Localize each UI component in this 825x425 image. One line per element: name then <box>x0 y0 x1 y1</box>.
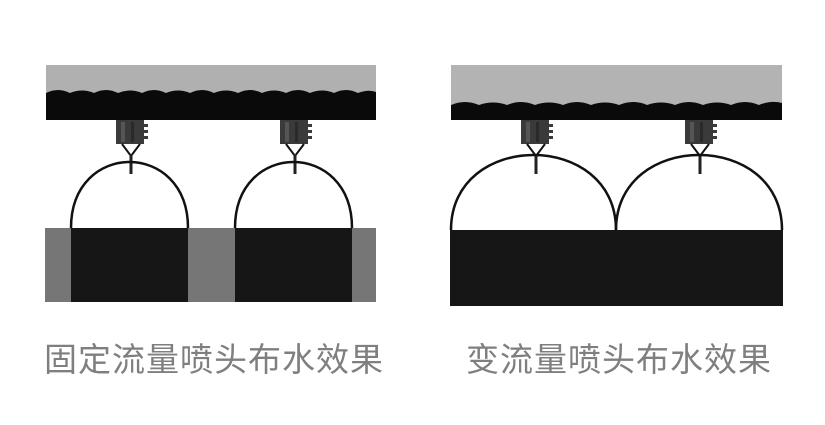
ceiling-top <box>46 65 376 93</box>
ceiling-top <box>451 65 782 105</box>
spray-arc <box>233 160 354 229</box>
fixed-flow-diagram <box>45 65 376 302</box>
coverage-area <box>71 228 188 302</box>
variable-flow-caption: 变流量喷头布水效果 <box>466 340 772 379</box>
spray-arc <box>69 160 190 229</box>
sprinkler-nozzle-icon <box>684 119 718 175</box>
coverage-area <box>450 230 783 306</box>
ceiling-pipe <box>46 90 376 120</box>
sprinkler-nozzle-icon <box>279 119 313 175</box>
fixed-flow-caption: 固定流量喷头布水效果 <box>44 340 384 379</box>
sprinkler-nozzle-icon <box>520 119 554 175</box>
spray-arc <box>614 153 784 231</box>
spray-arc <box>449 153 618 231</box>
sprinkler-nozzle-icon <box>115 119 149 175</box>
ceiling-pipe <box>451 101 782 120</box>
coverage-area <box>235 228 352 302</box>
variable-flow-diagram <box>449 65 784 306</box>
